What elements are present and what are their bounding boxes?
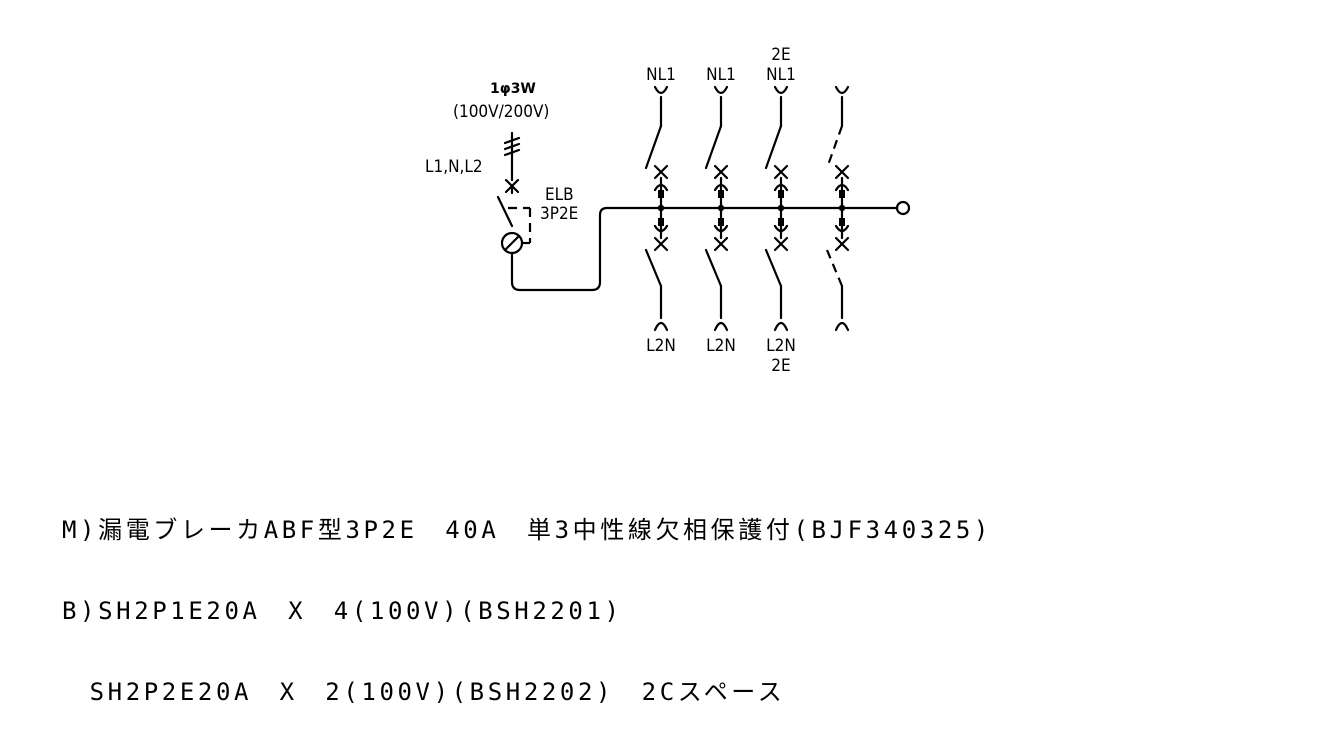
busbar-end-terminal: [895, 200, 911, 216]
branch-bottom-label: L2N: [646, 336, 676, 356]
branch-bottom-label: L2N: [766, 336, 796, 356]
branch-bottom-extra-label: 2E: [771, 356, 790, 376]
branch-top-label: NL1: [646, 65, 676, 85]
note-main-breaker: M)漏電ブレーカABF型3P2E 40A 単3中性線欠相保護付(BJF34032…: [62, 516, 992, 544]
branch-bottom-label: L2N: [706, 336, 736, 356]
supply-phase-label: 1φ3W: [490, 81, 536, 97]
branch-top-label: NL1: [766, 65, 796, 85]
spare-branch: [825, 85, 850, 332]
main-breaker-type-label: ELB: [545, 185, 574, 205]
note-branch-breakers-2: SH2P2E20A X 2(100V)(BSH2202) 2Cスペース: [62, 678, 786, 706]
single-line-diagram: 1φ3W (100V/200V) L1,N,L2 ELB 3P2E NL1L2N…: [425, 45, 911, 376]
main-breaker-elb: [496, 178, 609, 292]
branch-top-label: NL1: [706, 65, 736, 85]
branch-top-extra-label: 2E: [771, 45, 790, 65]
main-breaker-poles-label: 3P2E: [540, 204, 578, 224]
incoming-supply-line: [503, 131, 521, 182]
supply-voltage-label: (100V/200V): [453, 102, 549, 122]
supply-conductors-label: L1,N,L2: [425, 157, 483, 177]
equipment-notes: M)漏電ブレーカABF型3P2E 40A 単3中性線欠相保護付(BJF34032…: [62, 463, 992, 733]
